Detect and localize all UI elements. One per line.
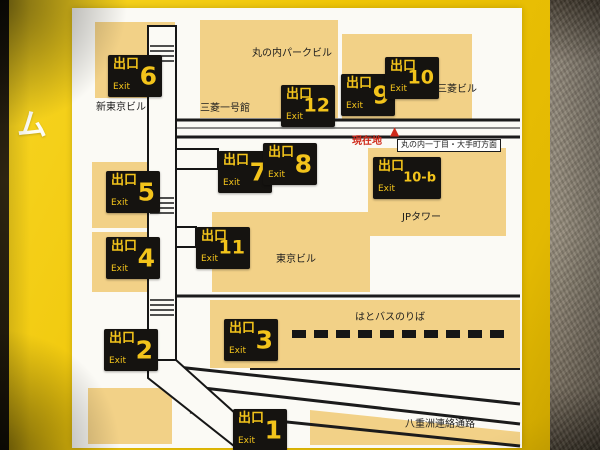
map-label-mitsubishi-ichigokan: 三菱一号館: [200, 103, 250, 114]
exit-box-5: 出口 Exit 5: [106, 171, 160, 213]
exit-label-jp: 出口: [111, 239, 138, 254]
exit-label-jp: 出口: [238, 411, 265, 426]
map-label-hato-bus-stop: はとバスのりば: [355, 312, 425, 323]
exit-label-en: Exit: [378, 184, 396, 194]
exit-label-jp: 出口: [346, 76, 373, 91]
exit-number: 4: [137, 243, 155, 273]
exit-label-en: Exit: [346, 101, 364, 111]
map-label-direction-sign: 丸の内一丁目・大手町方面: [397, 139, 501, 152]
map-label-marunouchi-park-bldg: 丸の内パークビル: [252, 48, 332, 59]
exit-label-jp: 出口: [229, 321, 256, 336]
exit-number: 1: [264, 415, 282, 445]
exit-label-en: Exit: [286, 112, 304, 122]
exit-label-en: Exit: [201, 254, 219, 264]
exit-label-jp: 出口: [113, 57, 140, 72]
exit-label-en: Exit: [268, 170, 286, 180]
exit-label-en: Exit: [109, 356, 127, 366]
exit-number: 8: [294, 149, 312, 179]
exit-label-jp: 出口: [111, 173, 138, 188]
exit-number: 6: [139, 61, 157, 91]
map-label-shin-tokyo-bldg: 新東京ビル: [96, 102, 146, 113]
exit-label-jp: 出口: [378, 159, 405, 174]
exit-number: 12: [303, 94, 330, 117]
exit-label-en: Exit: [223, 178, 241, 188]
map-label-tokyo-bldg: 東京ビル: [276, 254, 316, 265]
exit-box-10-b: 出口 Exit 10-b: [373, 157, 441, 199]
exit-number: 2: [135, 335, 153, 365]
exit-label-jp: 出口: [109, 331, 136, 346]
map-label-current-location-marker: ▲: [390, 124, 400, 138]
exit-label-en: Exit: [113, 82, 131, 92]
exit-label-en: Exit: [238, 436, 256, 446]
exit-label-jp: 出口: [268, 145, 295, 160]
exit-number: 10-b: [403, 170, 436, 186]
exit-box-3: 出口 Exit 3: [224, 319, 278, 361]
map-label-mitsubishi-bldg: 三菱ビル: [437, 84, 477, 95]
exit-label-jp: 出口: [223, 153, 250, 168]
map-label-jp-tower: JPタワー: [402, 212, 441, 223]
exit-label-en: Exit: [111, 264, 129, 274]
exit-box-6: 出口 Exit 6: [108, 55, 162, 97]
exit-number: 11: [218, 236, 245, 259]
exit-box-8: 出口 Exit 8: [263, 143, 317, 185]
exit-number: 3: [255, 325, 273, 355]
exit-box-1: 出口 Exit 1: [233, 409, 287, 450]
exit-box-4: 出口 Exit 4: [106, 237, 160, 279]
exit-label-en: Exit: [111, 198, 129, 208]
exit-box-2: 出口 Exit 2: [104, 329, 158, 371]
exit-number: 10: [407, 66, 434, 89]
exit-label-en: Exit: [229, 346, 247, 356]
exit-number: 5: [137, 177, 155, 207]
map-label-current-location: 現在地: [352, 136, 382, 147]
map-label-yaesu-passage: 八重洲連絡通路: [405, 419, 475, 430]
exit-label-en: Exit: [390, 84, 408, 94]
